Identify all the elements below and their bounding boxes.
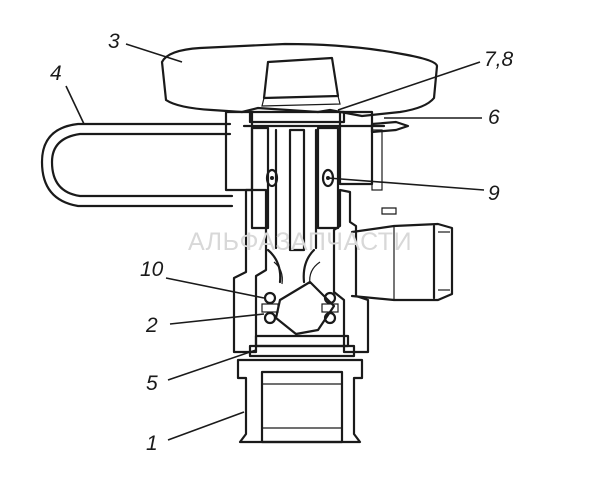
lever-handle: [40, 122, 234, 208]
stem: [250, 126, 340, 252]
callout-10: 10: [140, 258, 164, 281]
leader-lines: [65, 43, 485, 441]
handwheel: [160, 42, 439, 118]
callout-3: 3: [108, 30, 120, 53]
callout-5: 5: [146, 372, 158, 395]
valve-plug: [261, 280, 339, 336]
inlet-nipple: [236, 358, 364, 444]
seat-ring: [248, 334, 356, 358]
callout-7-8: 7,8: [484, 48, 514, 71]
callout-4: 4: [50, 62, 62, 85]
callout-6: 6: [488, 106, 500, 129]
callout-2: 2: [145, 314, 158, 337]
valve-body: [232, 188, 370, 354]
watermark-text: АЛЬФАЗАПЧАСТИ: [188, 228, 412, 256]
callout-9: 9: [488, 182, 500, 205]
outlet-port: [350, 222, 454, 302]
callout-1: 1: [146, 432, 158, 455]
sealing-disk: [242, 110, 386, 128]
